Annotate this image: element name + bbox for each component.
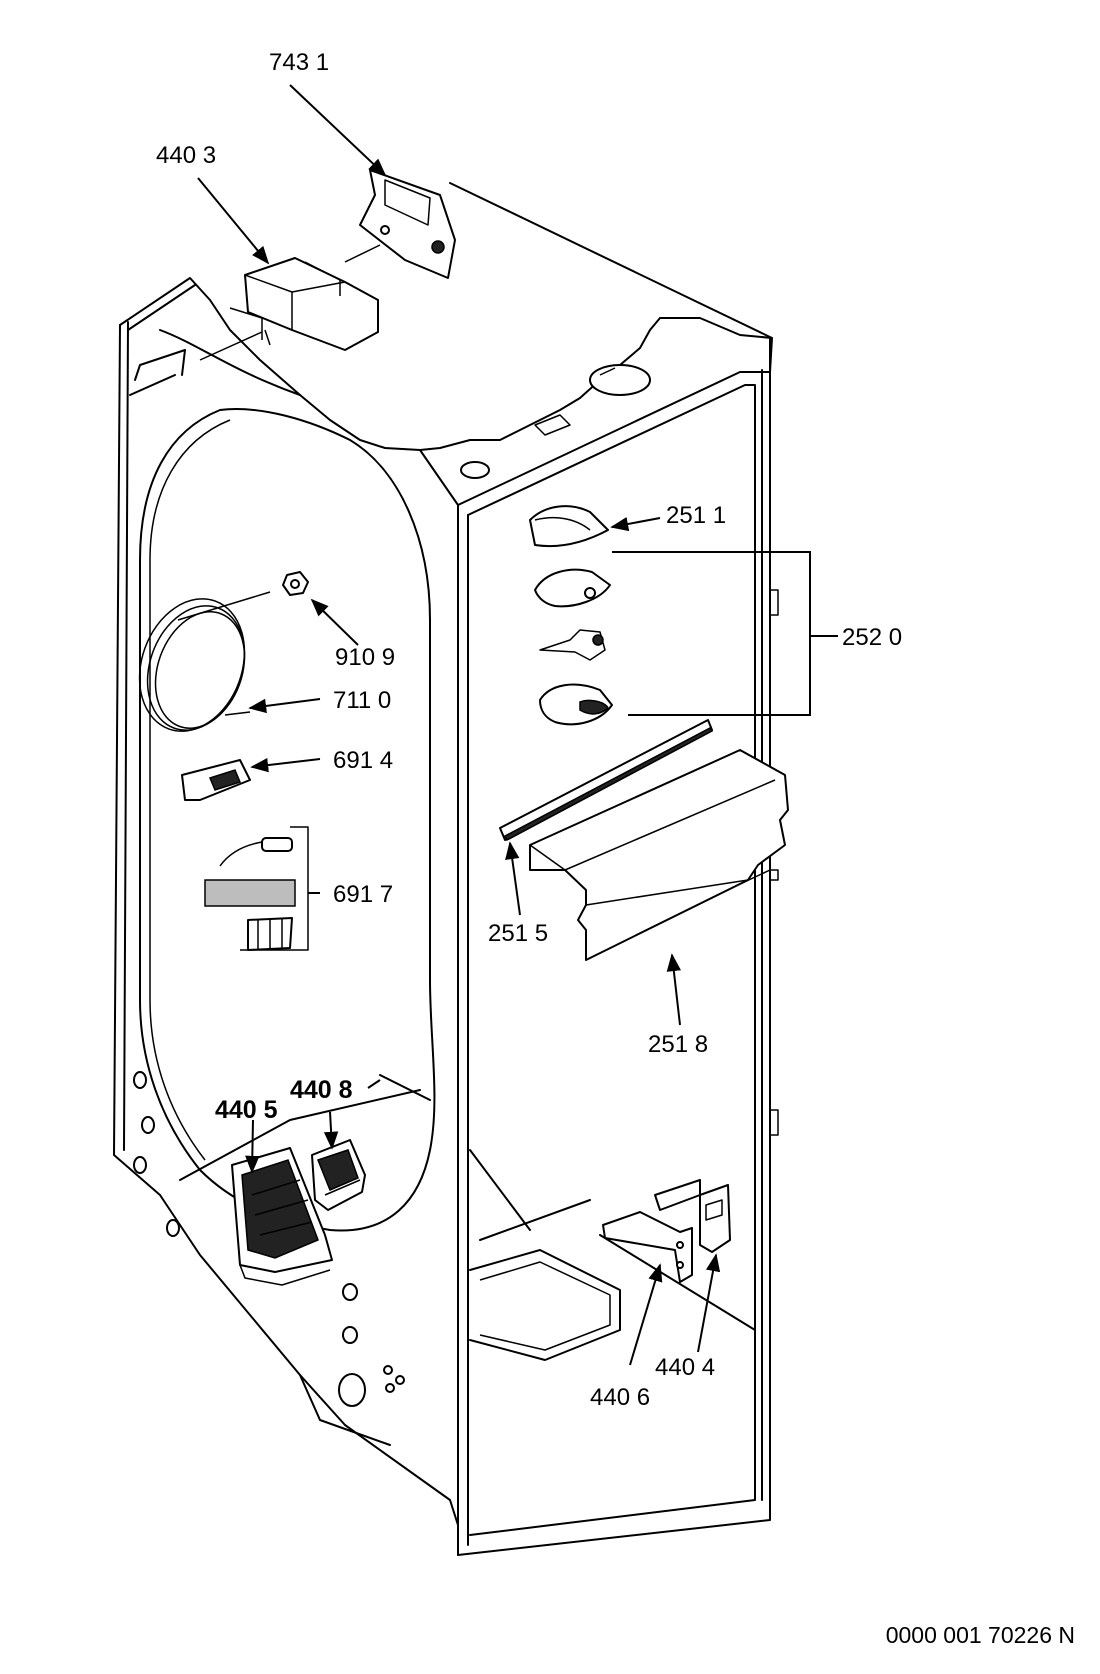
leader-440-8 — [323, 1111, 339, 1150]
bracket-connector-line — [344, 244, 381, 263]
part-251-1-light-cover — [529, 505, 609, 548]
part-252-0-assembly — [534, 568, 613, 726]
callout-252-0: 252 0 — [842, 624, 902, 651]
part-910-9-nut — [282, 571, 309, 596]
part-711-0-coiled-tube — [138, 591, 271, 732]
leader-910-9 — [310, 598, 359, 646]
callout-440-6: 440 6 — [590, 1384, 650, 1411]
cabinet-shell — [113, 182, 779, 1556]
callout-910-9: 910 9 — [335, 644, 395, 671]
callout-691-7: 691 7 — [333, 881, 393, 908]
cabinet-right-edge — [457, 337, 771, 1556]
part-691-4-clip — [181, 759, 251, 801]
kit-strip — [204, 879, 296, 907]
leader-440-4 — [697, 1253, 721, 1353]
leader-251-1 — [610, 516, 661, 532]
part-440-3-control-box — [229, 257, 379, 351]
callout-711-0: 711 0 — [333, 687, 391, 714]
callout-251-8: 251 8 — [648, 1031, 708, 1058]
leader-lines — [197, 84, 838, 1366]
callout-251-1: 251 1 — [666, 502, 726, 529]
lamp-housing — [534, 568, 611, 608]
leader-440-6 — [629, 1263, 663, 1366]
inner-liner-outline — [139, 408, 436, 1232]
bottom-tray — [469, 1249, 621, 1361]
callout-251-5: 251 5 — [488, 920, 548, 947]
part-440-6-plate — [602, 1211, 693, 1283]
part-251-8-panel — [529, 749, 789, 961]
callout-labels: 743 1 440 3 251 1 252 0 910 9 711 0 691 … — [156, 49, 902, 1411]
part-440-8-filter — [311, 1139, 366, 1211]
drawing-reference-number: 0000 001 70226 N — [886, 1622, 1075, 1648]
cabinet-top-torn-edge — [119, 277, 661, 451]
leader-440-5 — [245, 1119, 260, 1174]
cabinet-top-right-edge — [449, 182, 773, 373]
part-691-7-kit — [204, 826, 309, 951]
side-holes — [133, 1071, 405, 1407]
leader-743-1 — [289, 84, 387, 177]
cabinet-left-edge — [113, 324, 459, 1526]
part-440-4-bracket — [654, 1179, 731, 1253]
part-251-5-strip — [499, 719, 714, 842]
part-743-1-bracket — [359, 169, 456, 279]
bracket-252-0 — [612, 551, 838, 716]
callout-440-8: 440 8 — [290, 1076, 353, 1104]
callout-440-5: 440 5 — [215, 1096, 278, 1124]
leader-711-0 — [248, 698, 321, 714]
callout-440-3: 440 3 — [156, 142, 216, 169]
top-hole — [460, 461, 490, 479]
callout-691-4: 691 4 — [333, 747, 393, 774]
leader-691-4 — [250, 757, 321, 773]
callout-743-1: 743 1 — [269, 49, 329, 76]
leader-440-3 — [197, 177, 270, 265]
control-box-connector-line — [199, 331, 263, 361]
part-440-5-filter — [231, 1147, 333, 1286]
callout-440-4: 440 4 — [655, 1354, 715, 1381]
top-vent-oval — [589, 364, 651, 396]
leader-251-5 — [505, 841, 521, 916]
leader-251-8 — [666, 953, 681, 1026]
